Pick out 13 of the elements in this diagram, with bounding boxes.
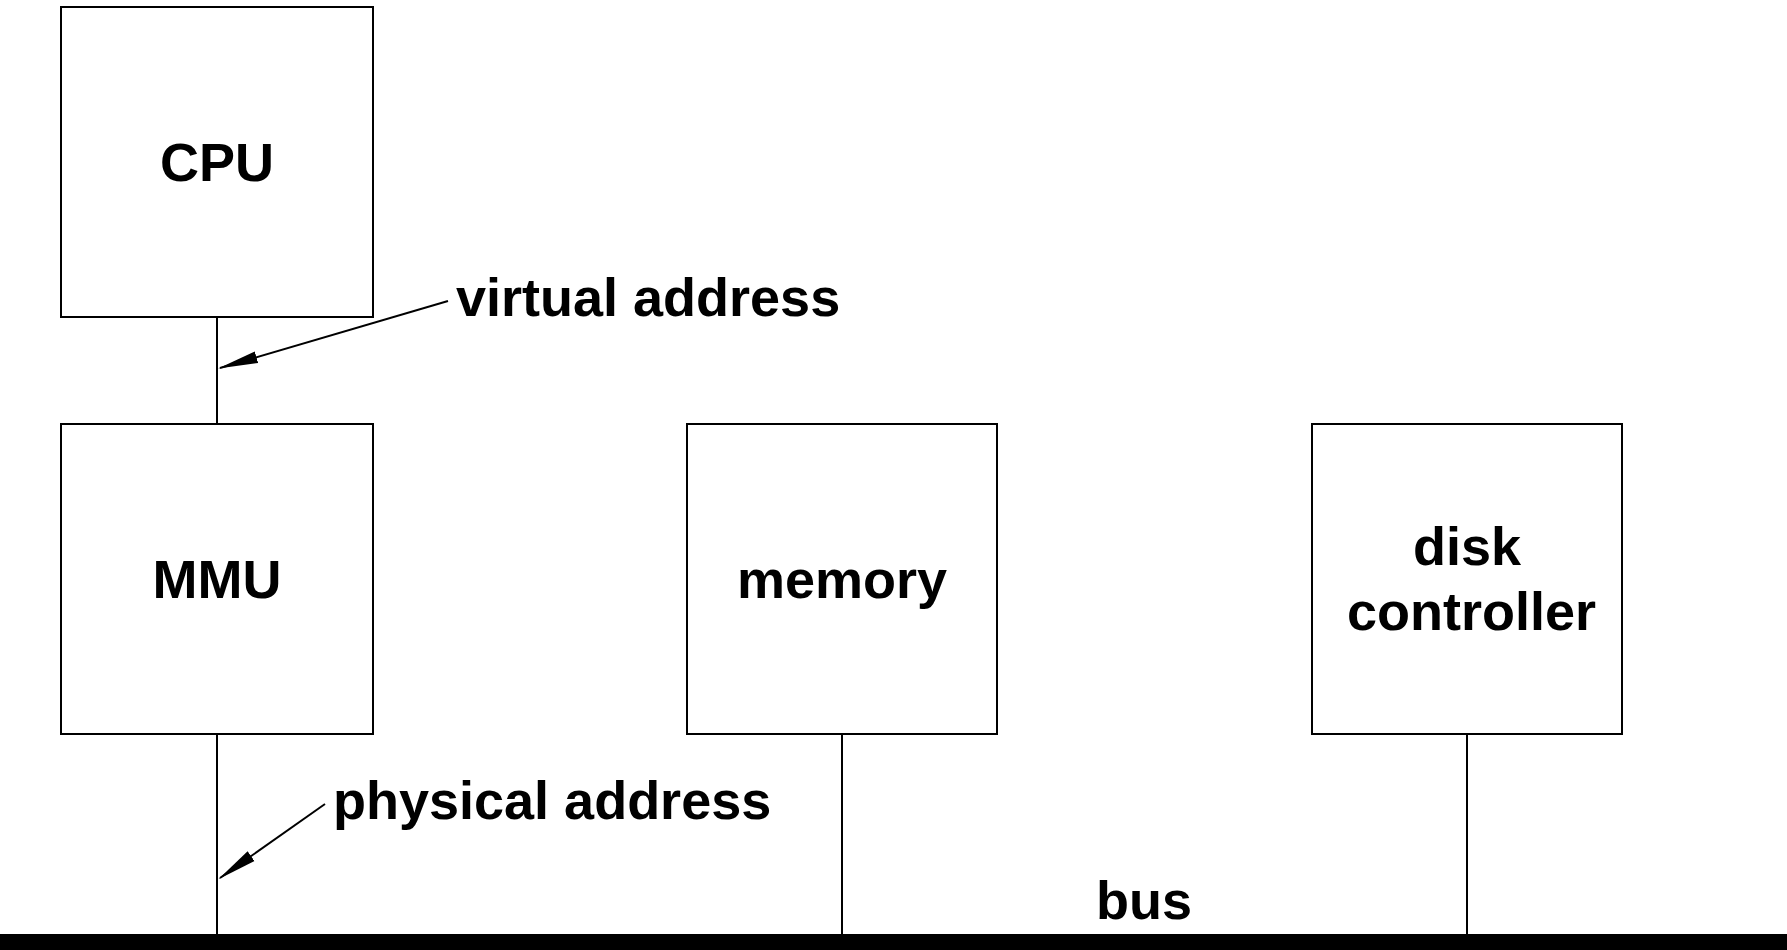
component-box: disk controller [1311, 423, 1623, 735]
component-box: CPU [60, 6, 374, 318]
leader-line [218, 803, 326, 880]
connector-line [216, 734, 218, 935]
connector-line [841, 734, 843, 935]
component-box: MMU [60, 423, 374, 735]
connector-line [216, 317, 218, 424]
bus-label: bus [1096, 869, 1192, 932]
leader-label: virtual address [456, 262, 916, 332]
component-box: memory [686, 423, 998, 735]
leader-label: physical address [333, 765, 853, 835]
leader-line [218, 300, 449, 369]
connector-line [1466, 734, 1468, 935]
